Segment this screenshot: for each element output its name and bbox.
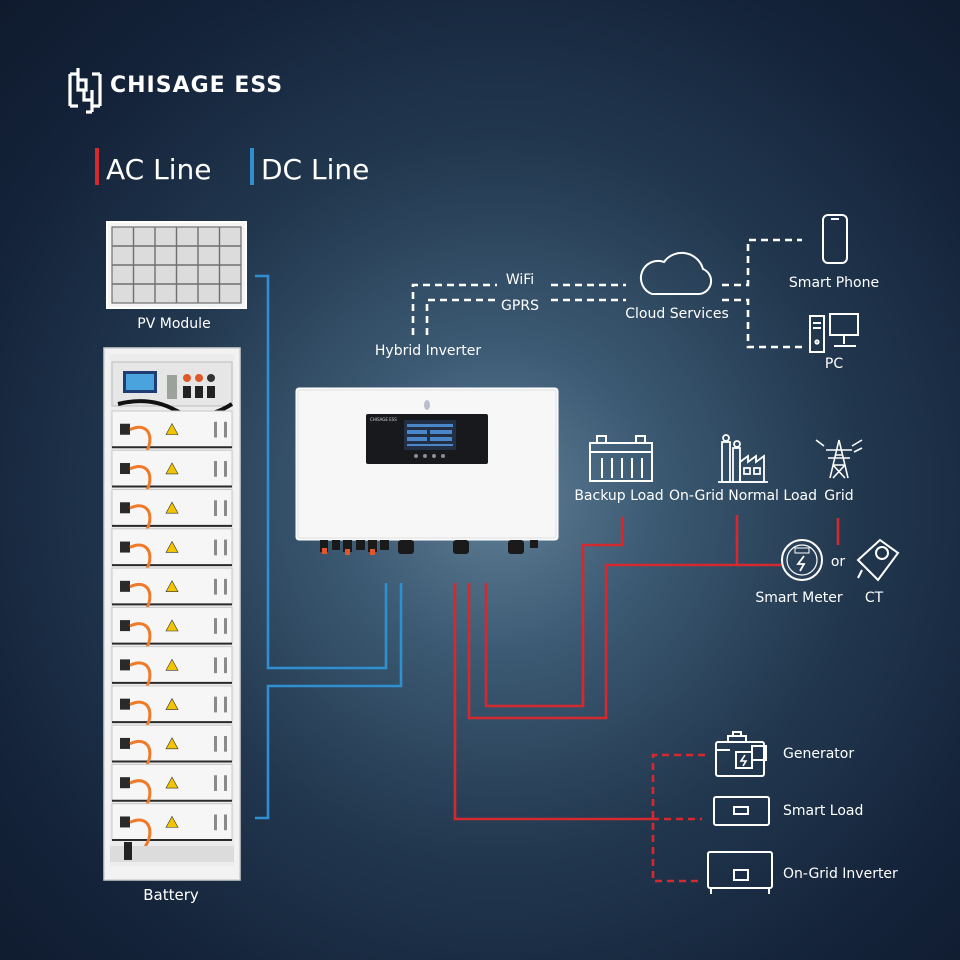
battery-module [111, 410, 233, 469]
smartphone-icon [822, 214, 848, 264]
smart-load-icon [713, 796, 770, 826]
hybrid-inverter-label: Hybrid Inverter [374, 343, 482, 359]
battery-rack [103, 347, 241, 881]
factory-icon [718, 434, 768, 483]
smart-load-label: Smart Load [783, 803, 864, 819]
ac-line-legend-label: AC Line [106, 153, 212, 186]
hazard-warning-icon [165, 776, 179, 789]
cloud-icon [639, 251, 713, 295]
dc-line-legend-label: DC Line [261, 153, 370, 186]
smart-meter-label: Smart Meter [755, 590, 843, 606]
hazard-warning-icon [165, 697, 179, 710]
on-grid-inverter-icon [707, 851, 773, 894]
grid-label: Grid [824, 488, 854, 504]
smart-meter-icon [781, 539, 823, 581]
battery-module [111, 646, 233, 704]
hazard-warning-icon [165, 619, 179, 632]
generator-icon [715, 731, 767, 777]
on-grid-normal-load-label: On-Grid Normal Load [669, 488, 817, 504]
battery-module [111, 489, 233, 547]
communication-lines [411, 238, 802, 349]
hazard-warning-icon [165, 540, 179, 553]
generator-label: Generator [783, 746, 855, 762]
gprs-label: GPRS [501, 298, 539, 314]
brand-name: CHISAGE ESS [110, 73, 284, 98]
hazard-warning-icon [165, 501, 179, 514]
battery-module [111, 763, 233, 822]
backup-load-icon [589, 435, 653, 482]
hybrid-inverter [295, 387, 559, 555]
hazard-warning-icon [165, 815, 179, 828]
pv-module [106, 221, 247, 309]
inverter-screen-brand: CHISAGE ESS [370, 417, 397, 422]
hazard-warning-icon [165, 580, 179, 593]
ac-dashed-lines [651, 753, 705, 883]
or-label: or [830, 554, 846, 570]
on-grid-inverter-label: On-Grid Inverter [783, 866, 898, 882]
battery-label: Battery [143, 886, 199, 904]
battery-module [111, 606, 233, 665]
dc-line-legend-swatch [250, 148, 254, 185]
hazard-warning-icon [165, 423, 179, 435]
chisage-logo-icon [68, 68, 102, 114]
battery-module [111, 803, 233, 862]
ct-label: CT [864, 590, 884, 606]
backup-load-label: Backup Load [574, 488, 664, 504]
battery-module [111, 528, 233, 587]
ac-lines [453, 515, 840, 821]
pylon-icon [815, 439, 863, 479]
brand-logo [66, 66, 104, 118]
cloud-services-label: Cloud Services [625, 306, 729, 322]
pc-label: PC [824, 356, 844, 372]
smart-phone-label: Smart Phone [788, 275, 880, 291]
ac-line-legend-swatch [95, 148, 99, 185]
ct-clamp-icon [856, 538, 900, 582]
battery-module [111, 567, 233, 626]
pv-module-label: PV Module [137, 316, 211, 332]
wifi-label: WiFi [505, 272, 535, 288]
hazard-warning-icon [165, 658, 179, 671]
battery-module [111, 724, 233, 783]
pc-icon [809, 313, 859, 353]
dc-lines [255, 274, 403, 820]
hazard-warning-icon [165, 462, 179, 475]
hazard-warning-icon [165, 737, 179, 750]
